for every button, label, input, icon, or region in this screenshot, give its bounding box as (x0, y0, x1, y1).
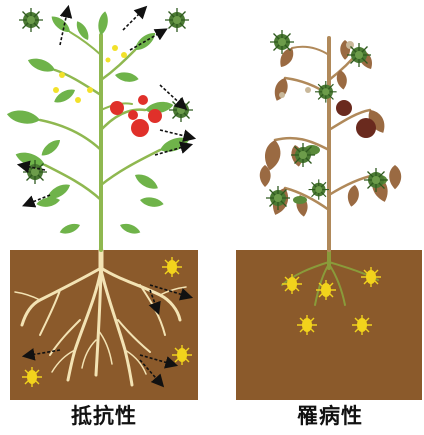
deflect-arrows-soil-left (21, 284, 194, 388)
resistant-panel (5, 4, 198, 400)
soil-block-right (236, 250, 422, 400)
dried-flowers-right (279, 41, 354, 98)
stem-left (38, 31, 162, 252)
caption-resistant: 抵抗性 (71, 404, 137, 428)
tomatoes-left (110, 95, 162, 137)
illustration (5, 4, 422, 400)
pathogens-air-left (18, 7, 194, 185)
roots-left (14, 247, 187, 387)
susceptible-panel (236, 29, 422, 400)
deflect-arrows-left (16, 4, 197, 208)
stem-right (273, 36, 377, 252)
caption-susceptible: 罹病性 (297, 404, 363, 428)
flowers-left (53, 45, 127, 103)
soil-block-left (10, 250, 198, 400)
fruit-right (336, 100, 376, 138)
